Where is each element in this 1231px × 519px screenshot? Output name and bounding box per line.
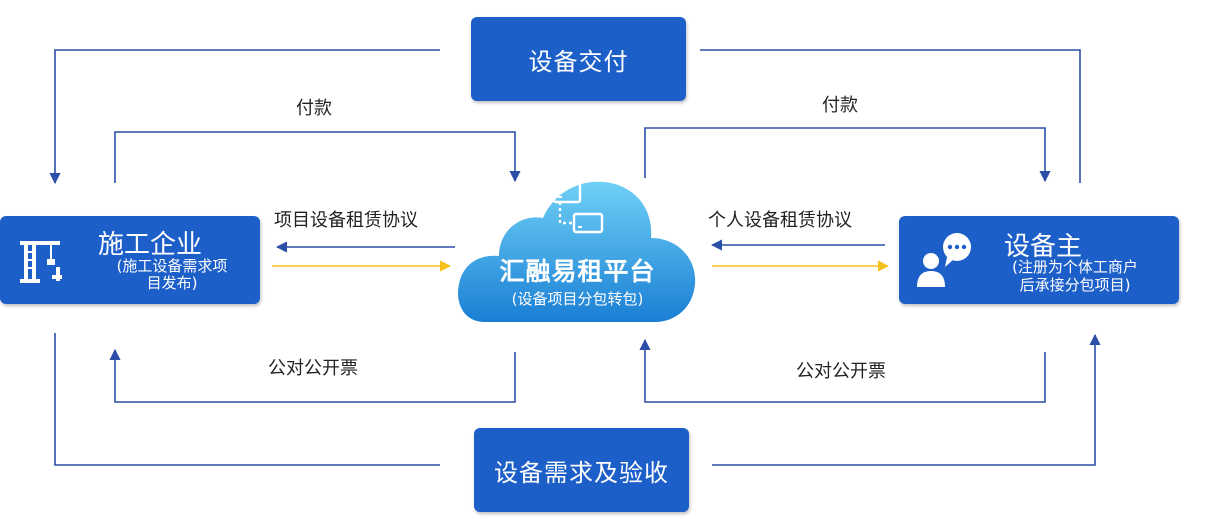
platform-cloud: 汇融易租平台 (设备项目分包转包) — [455, 172, 700, 332]
equipment-owner-title: 设备主 — [1004, 232, 1083, 262]
construction-enterprise-subtitle-line1: (施工设备需求项 — [116, 257, 228, 275]
construction-enterprise-title: 施工企业 — [98, 230, 203, 260]
agreement-label-left: 项目设备租赁协议 — [274, 210, 418, 231]
payment-label-right: 付款 — [822, 95, 858, 116]
demand-line-left — [54, 333, 440, 466]
construction-enterprise-box: 施工企业 (施工设备需求项 目发布) — [0, 216, 260, 304]
delivery-arrow-left — [49, 49, 440, 185]
construction-enterprise-subtitle: (施工设备需求项 目发布) — [84, 258, 260, 292]
equipment-owner-subtitle-line1: (注册为个体工商户 — [1012, 258, 1138, 276]
delivery-box: 设备交付 — [471, 17, 686, 101]
equipment-owner-subtitle: (注册为个体工商户 后承接分包项目) — [975, 258, 1175, 294]
crane-icon — [20, 241, 62, 283]
payment-label-left: 付款 — [296, 98, 332, 119]
invoice-label-left: 公对公开票 — [268, 358, 358, 379]
platform-title: 汇融易租平台 — [499, 257, 656, 286]
equipment-owner-box: 设备主 (注册为个体工商户 后承接分包项目) — [899, 216, 1179, 304]
invoice-arrow-right — [639, 338, 1046, 403]
payment-arrow-right — [644, 127, 1051, 183]
payment-arrow-left — [114, 131, 521, 183]
delivery-line-right — [700, 49, 1081, 183]
construction-enterprise-subtitle-line2: 目发布) — [146, 274, 198, 292]
demand-acceptance-box: 设备需求及验收 — [474, 428, 689, 512]
demand-arrow-right — [712, 333, 1101, 466]
delivery-box-label: 设备交付 — [528, 47, 629, 76]
invoice-arrow-left — [109, 348, 516, 403]
equipment-owner-subtitle-line2: 后承接分包项目) — [1019, 276, 1131, 294]
platform-subtitle: (设备项目分包转包) — [511, 290, 644, 308]
network-devices-icon — [552, 182, 604, 234]
invoice-label-right: 公对公开票 — [796, 361, 886, 382]
user-chat-icon — [917, 233, 971, 287]
agreement-label-right: 个人设备租赁协议 — [708, 210, 852, 231]
cloud-shape — [458, 181, 696, 322]
demand-acceptance-box-label: 设备需求及验收 — [494, 458, 669, 487]
